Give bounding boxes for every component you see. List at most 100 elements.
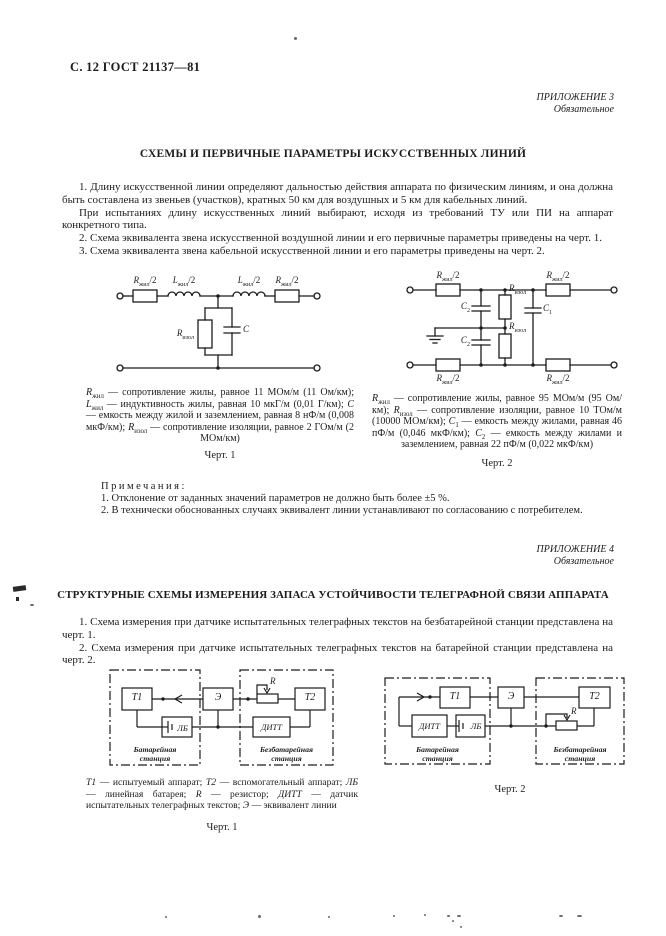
diagram2-measurement-scheme: Т1 Э Т2 ДИТТ ЛБ R Батарейная станция Без…	[383, 666, 633, 771]
junction-dot	[509, 724, 513, 728]
note-item: 2. В технически обоснованных случаях экв…	[101, 505, 583, 516]
junction-dot	[531, 288, 535, 292]
block-label-t1: Т1	[449, 691, 461, 702]
block-label-e: Э	[214, 692, 222, 703]
scan-noise	[460, 926, 462, 928]
terminal-icon	[116, 292, 124, 300]
scan-noise	[393, 915, 395, 917]
junction-dot	[216, 725, 220, 729]
label-c2: C2	[460, 301, 470, 314]
appendix3-heading: ПРИЛОЖЕНИЕ 3 Обязательное	[454, 92, 615, 115]
block-label-lb: ЛБ	[470, 721, 482, 731]
notes-block: Примечания: 1. Отклонение от заданных зн…	[101, 481, 613, 517]
diagram2-drawing	[384, 677, 625, 765]
junction-dot	[503, 363, 507, 367]
resistor-symbol	[256, 693, 279, 704]
terminal-icon	[406, 286, 414, 294]
label-r-izol: Rизол	[176, 328, 194, 341]
terminal-icon	[610, 286, 618, 294]
terminal-icon	[406, 361, 414, 369]
resistor-symbol	[132, 289, 158, 303]
scan-noise	[424, 914, 426, 916]
scan-noise	[328, 916, 330, 918]
junction-dot	[479, 326, 483, 330]
figure2-circuit: Rжил/2 Rжил/2 Rжил/2 Rжил/2 C2 C2 Rизол …	[396, 270, 628, 392]
junction-dot	[503, 326, 507, 330]
appendix4-sublabel: Обязательное	[553, 555, 614, 567]
terminal-icon	[610, 361, 618, 369]
note-item: 1. Отклонение от заданных значений парам…	[101, 493, 450, 504]
page-header: С. 12 ГОСТ 21137—81	[70, 60, 201, 74]
resistor-symbol	[435, 358, 461, 372]
block-label-t2: Т2	[304, 692, 316, 703]
paragraph: 1. Длину искусственной линии определяют …	[62, 181, 613, 206]
station-label-batteryless: Безбатарейная станция	[259, 745, 314, 763]
dashed-station-box	[535, 677, 625, 765]
adjustable-arrow	[545, 713, 568, 726]
scan-noise	[165, 916, 167, 918]
paragraph: 2. Схема эквивалента звена искусственной…	[79, 232, 602, 245]
junction-dot	[246, 697, 250, 701]
station-label-battery: Батарейная станция	[416, 745, 459, 763]
diagram1-label: Черт. 1	[206, 822, 238, 833]
block-label-e: Э	[507, 691, 515, 702]
block-label-t2: Т2	[589, 691, 600, 702]
inductor-symbol	[232, 291, 266, 297]
scan-noise	[447, 915, 450, 917]
adjustable-arrow	[256, 684, 268, 694]
label-l-zhil: Lжил/2	[237, 275, 261, 288]
junction-dot	[216, 366, 220, 370]
dashed-station-box	[384, 677, 491, 765]
dashed-station-box	[109, 669, 201, 766]
scan-noise	[452, 920, 454, 922]
figure1-label: Черт. 1	[204, 450, 236, 461]
station-label-batteryless: Безбатарейная станция	[553, 745, 607, 763]
appendix3-paragraphs: 1. Длину искусственной линии определяют …	[62, 181, 613, 258]
diagram-legend: Т1 — испытуемый аппарат; Т2 — вспомогате…	[86, 777, 359, 811]
label-r-zhil: Rжил/2	[546, 270, 570, 283]
junction-dot	[503, 288, 507, 292]
diagram1-drawing	[109, 669, 334, 766]
margin-mark	[30, 604, 34, 606]
label-c1: C1	[543, 303, 553, 316]
appendix4-title: СТРУКТУРНЫЕ СХЕМЫ ИЗМЕРЕНИЯ ЗАПАСА УСТОЙ…	[57, 589, 609, 601]
paragraph: 2. Схема измерения при датчике испытател…	[62, 641, 613, 667]
label-c2: C2	[460, 335, 470, 348]
paragraph: При испытаниях длину искусственных линий…	[62, 206, 613, 232]
label-r-izol: Rизол	[509, 321, 527, 334]
arrowhead-icon	[173, 694, 183, 704]
arrowhead-icon	[563, 714, 571, 722]
label-r-izol: Rизол	[509, 283, 527, 296]
figure1-circuit: Rжил/2 Lжил/2 Lжил/2 Rжил/2 Rизол C	[110, 272, 327, 386]
scan-noise	[577, 915, 582, 917]
junction-dot	[161, 697, 165, 701]
junction-dot	[544, 724, 548, 728]
junction-dot	[216, 294, 220, 298]
block-label-t1: Т1	[131, 692, 143, 703]
resistor-symbol	[197, 319, 213, 349]
scan-noise	[258, 915, 261, 918]
arrowhead-icon	[263, 687, 271, 695]
resistor-symbol	[545, 358, 571, 372]
margin-mark	[16, 597, 19, 601]
resistor-symbol	[555, 720, 578, 731]
resistor-symbol	[274, 289, 300, 303]
junction-dot	[479, 363, 483, 367]
block-label-ditt: ДИТТ	[260, 722, 282, 732]
arrowhead-icon	[416, 692, 426, 702]
block-label-r: R	[571, 706, 577, 716]
figure1-circuit-drawing	[116, 289, 321, 372]
diagram2-label: Черт. 2	[494, 784, 526, 795]
diagram1-measurement-scheme: Т1 Э Т2 ЛБ ДИТТ R Батарейная станция Без…	[95, 666, 345, 771]
terminal-icon	[313, 292, 321, 300]
figure2-circuit-drawing	[406, 283, 618, 372]
figure1-caption: Rжил — сопротивление жилы, равное 11 МОм…	[86, 387, 354, 445]
figure2-caption: Rжил — сопротивление жилы, равное 95 МОм…	[372, 393, 622, 451]
block-label-ditt: ДИТТ	[418, 721, 440, 731]
figure2-label: Черт. 2	[481, 458, 513, 469]
paragraph: 3. Схема эквивалента звена кабельной иск…	[79, 244, 545, 257]
label-r-zhil: Rжил/2	[436, 270, 460, 283]
paragraph: 1. Схема измерения при датчике испытател…	[62, 616, 613, 641]
block-label-lb: ЛБ	[177, 723, 188, 733]
appendix3-label: ПРИЛОЖЕНИЕ 3	[536, 92, 615, 103]
